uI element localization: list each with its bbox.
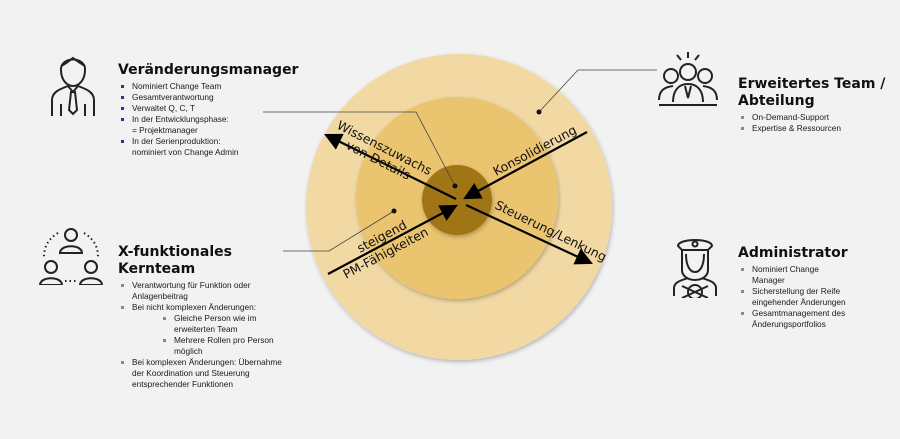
manager-list: Nominiert Change Team Gesamtverantwortun… bbox=[118, 81, 288, 158]
admin-block: Administrator Nominiert Change Manager S… bbox=[738, 245, 848, 330]
list-item: In der Entwicklungsphase: bbox=[121, 114, 288, 125]
list-item: Expertise & Ressourcen bbox=[741, 123, 888, 134]
team-network-icon bbox=[38, 228, 104, 285]
list-item: Bei komplexen Änderungen: Übernahme der … bbox=[121, 357, 293, 390]
list-item: Nominiert Change Team bbox=[121, 81, 288, 92]
team-list: On-Demand-Support Expertise & Ressourcen bbox=[738, 112, 888, 134]
team-block: Erweitertes Team / Abteilung On-Demand-S… bbox=[738, 76, 888, 134]
list-item: Nominiert Change Manager bbox=[741, 264, 848, 286]
list-item-continuation: nominiert von Change Admin bbox=[132, 147, 239, 157]
admin-list: Nominiert Change Manager Sicherstellung … bbox=[738, 264, 848, 330]
inner-circle bbox=[422, 165, 492, 235]
list-item: Verwaltet Q, C, T bbox=[121, 103, 288, 114]
leader-dot bbox=[536, 109, 542, 115]
list-item: In der Serienproduktion: bbox=[121, 136, 288, 147]
list-item: On-Demand-Support bbox=[741, 112, 888, 123]
kernteam-sublist: Gleiche Person wie im erweiterten Team M… bbox=[132, 313, 293, 357]
kernteam-block: X-funktionales Kernteam Verantwortung fü… bbox=[118, 244, 293, 390]
list-item-continuation: = Projektmanager bbox=[132, 125, 198, 135]
admin-title: Administrator bbox=[738, 245, 848, 261]
leader-dot bbox=[391, 208, 397, 214]
list-item: Gesamtmanagement des Änderungsportfolios bbox=[741, 308, 848, 330]
leader-dot bbox=[452, 183, 458, 189]
kernteam-title-line1: X-funktionales bbox=[118, 244, 232, 260]
list-item: Gesamtverantwortung bbox=[121, 92, 288, 103]
arrow-konsolidierung bbox=[463, 131, 588, 200]
list-item: Sicherstellung der Reife eingehender Änd… bbox=[741, 286, 848, 308]
leader-line-manager bbox=[263, 111, 456, 187]
arrow-wissenszuwachs bbox=[324, 133, 457, 200]
arrow-steuerung bbox=[465, 204, 593, 265]
arrow-steigend bbox=[327, 204, 458, 275]
manager-block: Veränderungsmanager Nominiert Change Tea… bbox=[118, 62, 299, 158]
team-title-line2: Abteilung bbox=[738, 93, 815, 109]
list-item: Bei nicht komplexen Änderungen: bbox=[121, 302, 293, 313]
extended-team-icon bbox=[658, 52, 718, 106]
sub-list-item: Gleiche Person wie im erweiterten Team bbox=[163, 313, 293, 335]
captain-icon bbox=[673, 239, 717, 298]
manager-title: Veränderungsmanager bbox=[118, 62, 299, 78]
leader-line-team bbox=[538, 69, 657, 113]
kernteam-list: Verantwortung für Funktion oder Anlagenb… bbox=[118, 280, 293, 390]
manager-icon bbox=[51, 56, 95, 116]
team-title-line1: Erweitertes Team / bbox=[738, 76, 886, 92]
leader-line-kernteam bbox=[283, 210, 395, 252]
sub-list-item: Mehrere Rollen pro Person möglich bbox=[163, 335, 293, 357]
list-item: Verantwortung für Funktion oder Anlagenb… bbox=[121, 280, 293, 302]
kernteam-title-line2: Kernteam bbox=[118, 261, 196, 277]
